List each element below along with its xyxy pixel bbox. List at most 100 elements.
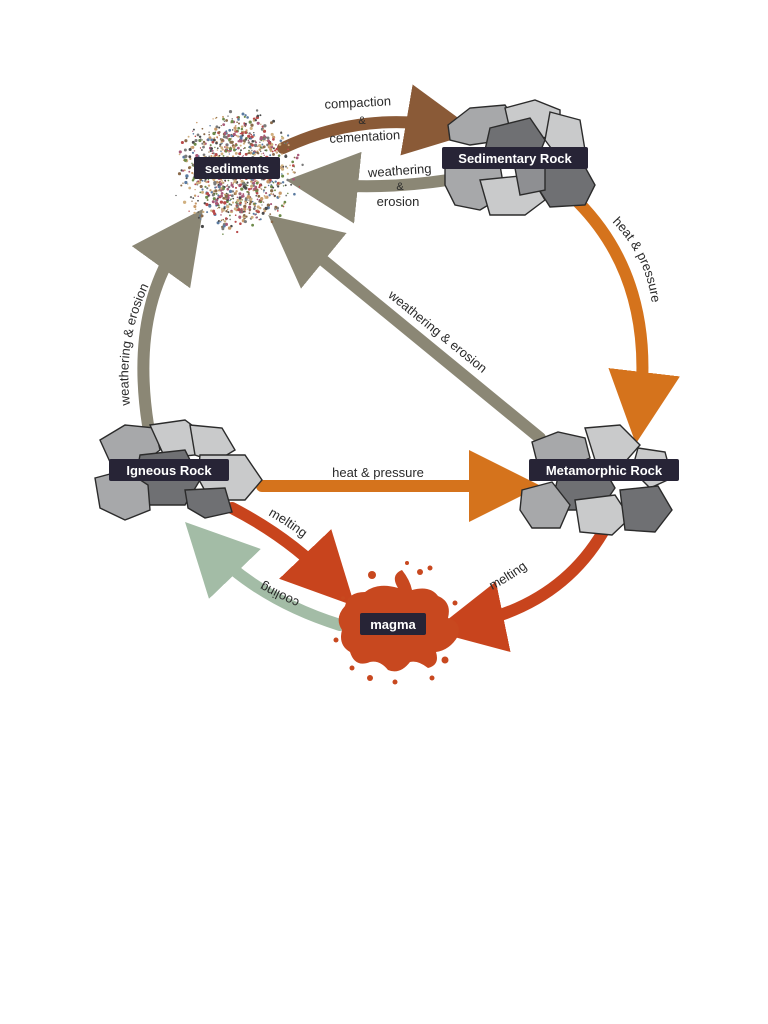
sediment-particle	[197, 199, 199, 202]
sediment-particle	[201, 142, 204, 145]
sediment-particle	[248, 132, 250, 135]
sediment-particle	[272, 181, 275, 184]
sediment-particle	[236, 230, 239, 234]
sediment-particle	[276, 210, 279, 212]
sediment-particle	[272, 186, 275, 189]
sediment-particle	[222, 187, 225, 190]
compaction-arrow	[277, 84, 478, 156]
sediment-particle	[285, 143, 288, 145]
sediment-particle	[226, 208, 229, 211]
sediment-particle	[219, 145, 221, 147]
weathering-top-label-line2: erosion	[377, 194, 420, 209]
melting-right-arrow	[432, 526, 609, 652]
sediment-particle	[200, 224, 204, 229]
sediment-particle	[261, 211, 265, 215]
sediment-particle	[241, 134, 244, 137]
sediment-particle	[237, 184, 239, 186]
sediment-particle	[264, 206, 268, 211]
sediment-particle	[267, 184, 270, 187]
sediment-particle	[265, 192, 268, 195]
sediment-particle	[237, 118, 240, 121]
sediment-particle	[245, 153, 248, 156]
sediment-particle	[260, 187, 262, 189]
sediment-particle	[211, 193, 215, 197]
sediment-particle	[284, 154, 288, 158]
sediment-particle	[191, 151, 195, 154]
sediment-particle	[182, 200, 187, 204]
sediment-particle	[256, 121, 260, 125]
sediment-particle	[217, 196, 219, 198]
sediment-particle	[227, 226, 232, 230]
sediment-particle	[191, 171, 194, 175]
sediment-particle	[239, 136, 243, 140]
sediment-particle	[220, 192, 224, 195]
sediment-particle	[233, 207, 237, 211]
sediment-particle	[220, 124, 222, 127]
sediment-particle	[183, 148, 187, 152]
sediment-particle	[208, 155, 211, 158]
sediment-particle	[254, 180, 256, 182]
sediment-particle	[265, 139, 267, 142]
sediment-particle	[224, 149, 228, 153]
sediment-particle	[262, 152, 265, 155]
sediment-particle	[292, 178, 295, 181]
sediment-particle	[230, 182, 233, 184]
sediment-particle	[253, 202, 256, 205]
sediment-particle	[292, 171, 295, 174]
sediment-particle	[269, 154, 272, 157]
sediment-particle	[296, 153, 300, 157]
sediment-particle	[202, 140, 206, 144]
sediment-particle	[260, 139, 263, 142]
sediment-particle	[202, 210, 205, 214]
sediments-label: sediments	[205, 161, 269, 176]
sediment-particle	[209, 189, 212, 192]
sediment-particle	[266, 136, 270, 140]
sediment-particle	[255, 191, 259, 195]
sediment-particle	[228, 128, 232, 132]
sediment-particle	[210, 138, 213, 142]
sediment-particle	[239, 178, 241, 180]
sediment-particle	[219, 200, 224, 204]
sediment-particle	[215, 141, 218, 145]
sediment-particle	[211, 149, 214, 152]
sediment-particle	[222, 224, 226, 228]
cooling-arrow	[185, 522, 346, 631]
sediment-particle	[230, 140, 234, 144]
sediment-particle	[232, 145, 236, 149]
sediment-particle	[263, 208, 265, 210]
sediment-particle	[254, 189, 256, 192]
igneous-rock-node: Igneous Rock	[94, 419, 263, 521]
sediment-particle	[212, 152, 215, 155]
sediment-particle	[235, 134, 238, 137]
sediment-particle	[246, 190, 249, 193]
metamorphic-rock-node: Metamorphic Rock	[519, 424, 679, 536]
sediment-particle	[234, 124, 237, 127]
weathering-top-label-line1: weathering	[366, 161, 431, 180]
sediment-particle	[234, 186, 238, 189]
sediment-particle	[188, 170, 191, 173]
sediment-particle	[256, 114, 260, 118]
sediment-particle	[240, 211, 243, 214]
sediment-particle	[246, 201, 249, 204]
sediment-particle	[209, 125, 211, 127]
sediment-particle	[231, 129, 234, 131]
sediment-particle	[237, 140, 240, 143]
sediment-particle	[238, 192, 241, 194]
sediment-particle	[207, 184, 211, 187]
sediment-particle	[244, 203, 246, 205]
sediment-particle	[226, 184, 229, 186]
sediment-particle	[246, 194, 251, 199]
sediment-particle	[214, 201, 219, 206]
sediment-particle	[249, 197, 253, 201]
sediment-particle	[237, 207, 241, 212]
sediment-particle	[240, 179, 244, 183]
sediment-particle	[242, 193, 245, 196]
sediment-particle	[205, 191, 210, 196]
sediment-particle	[248, 120, 252, 124]
sediment-particle	[247, 139, 249, 142]
sediment-particle	[289, 164, 291, 167]
sediment-particle	[230, 198, 232, 201]
weathering-top-label-amp: &	[396, 181, 404, 193]
sediment-particle	[192, 128, 195, 131]
sediment-particle	[251, 223, 254, 227]
